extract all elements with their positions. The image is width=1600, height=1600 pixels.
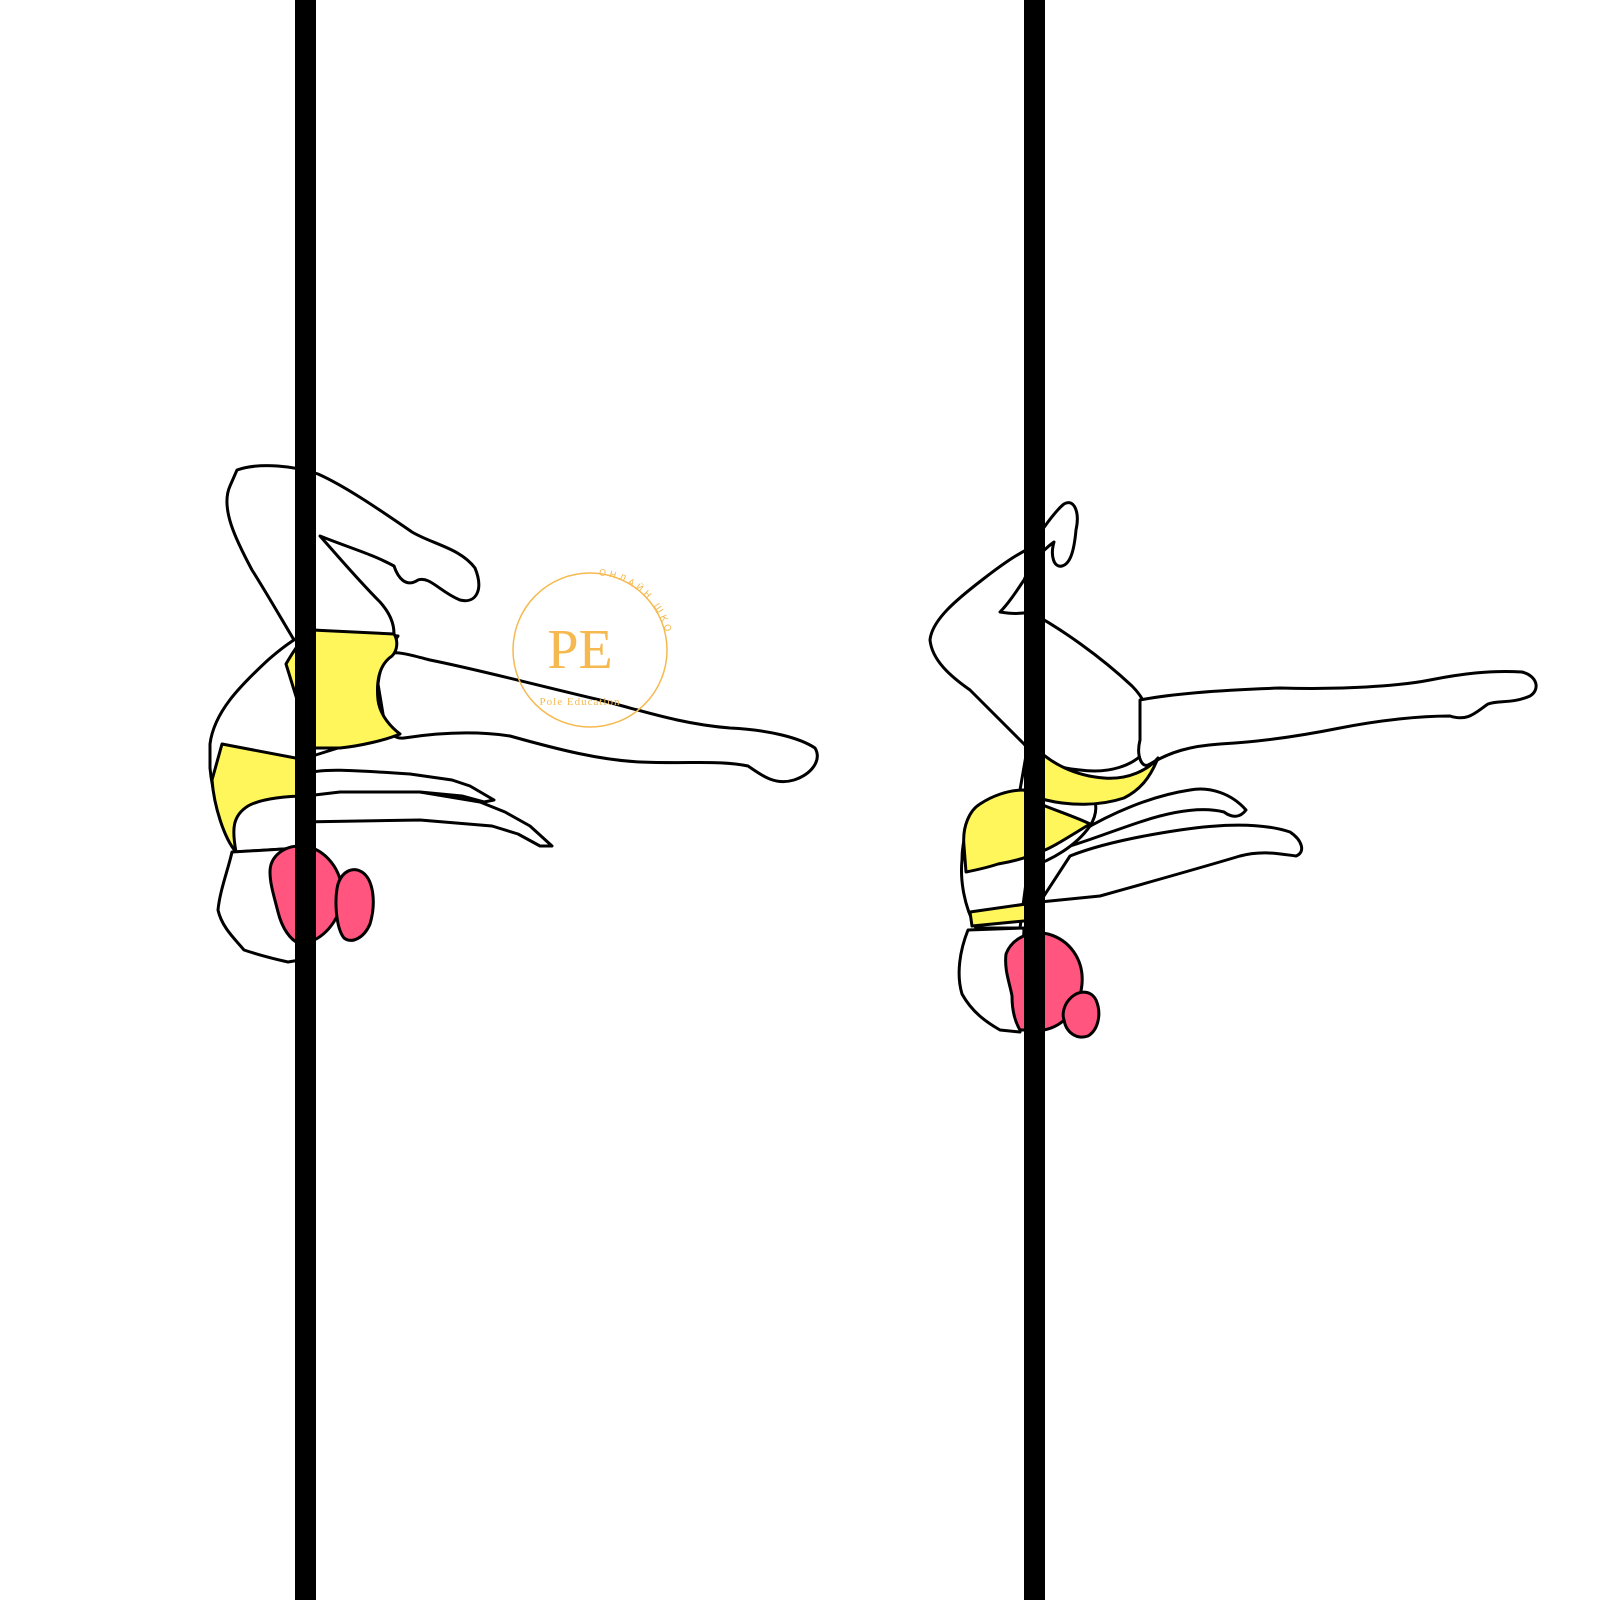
left-pole <box>295 0 316 1600</box>
left-dancer-hair-bun <box>334 868 375 942</box>
left-dancer-bent-leg <box>225 464 481 656</box>
right-dancer-figure <box>928 501 1538 1039</box>
left-dancer-outfit-top <box>210 742 308 854</box>
logo-circle <box>512 572 668 728</box>
right-dancer-hair-bun <box>1061 990 1101 1039</box>
logo-initials: PE <box>547 619 612 681</box>
right-pole <box>1024 0 1045 1600</box>
left-dancer-upper-arm <box>304 768 496 804</box>
right-dancer-outfit-shorts <box>1030 742 1160 806</box>
left-dancer-extended-leg <box>374 651 819 783</box>
right-dancer-upper-arm <box>1068 787 1248 848</box>
right-dancer-extended-leg <box>1137 669 1538 767</box>
right-dancer-lower-arm <box>1038 823 1304 904</box>
logo-name: Pole Education <box>540 696 621 708</box>
